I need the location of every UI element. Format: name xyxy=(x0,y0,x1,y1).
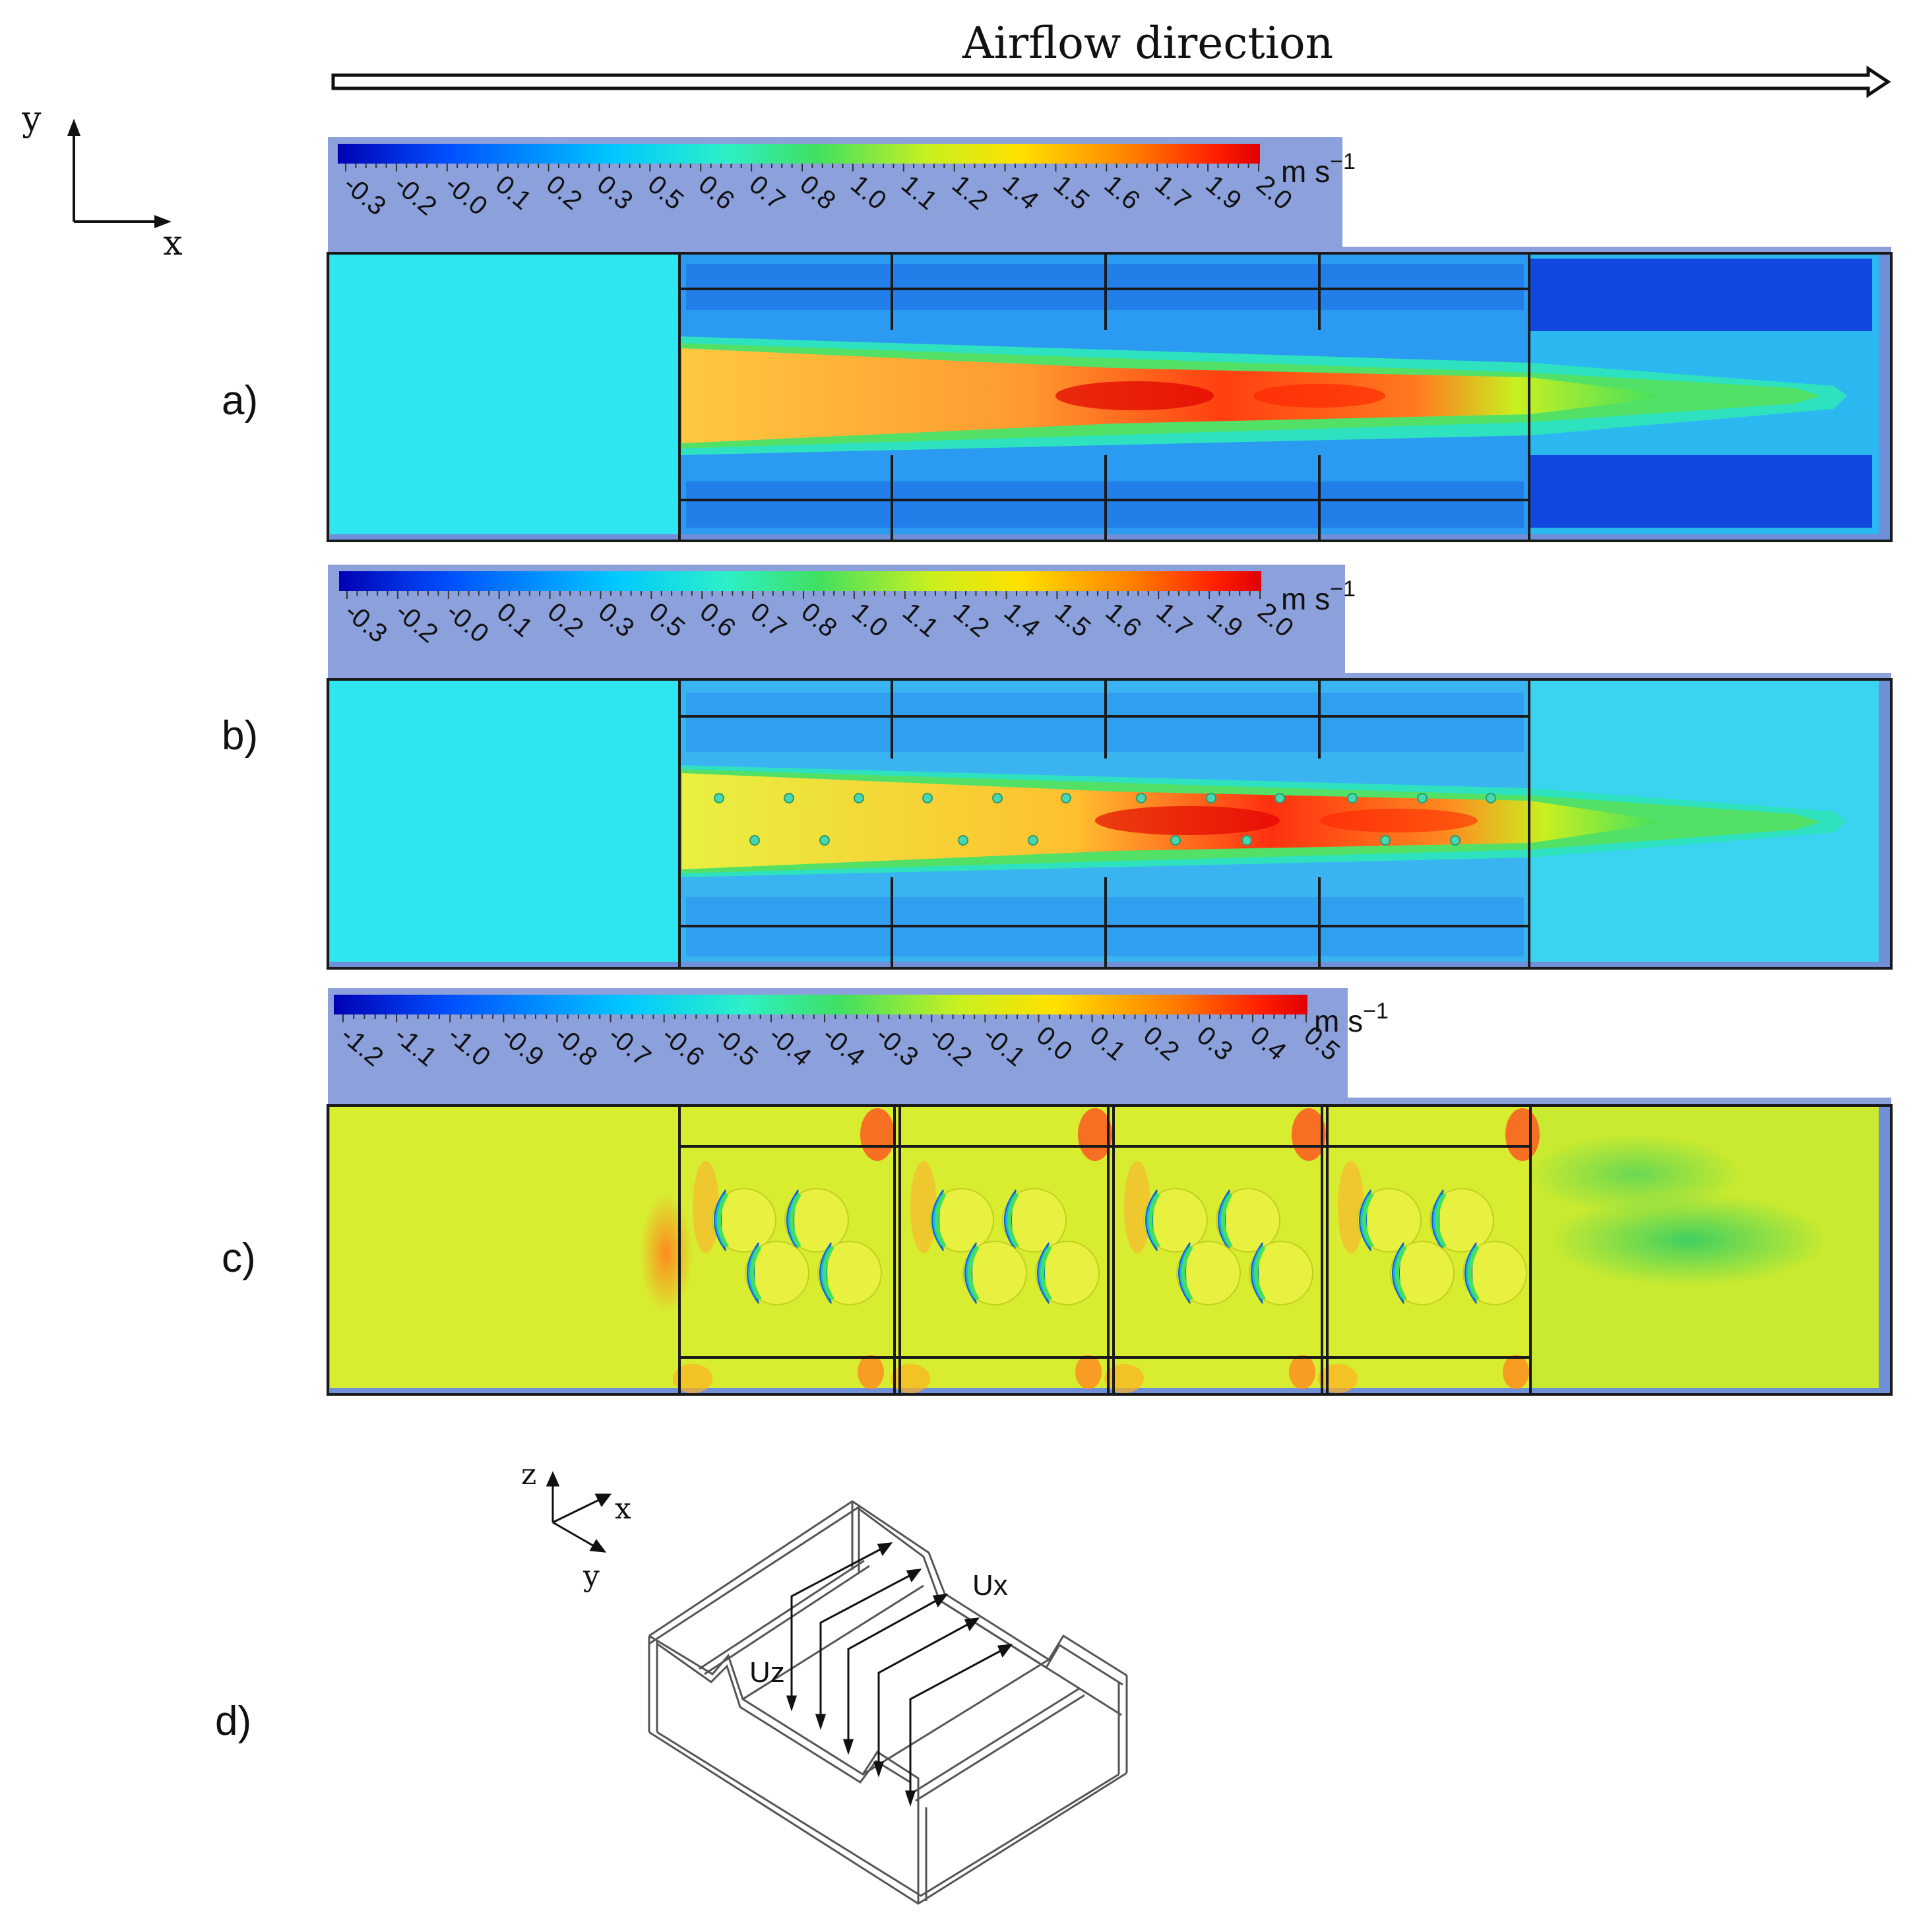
tube-wake xyxy=(817,1241,882,1305)
duct-schematic xyxy=(648,1500,1128,1905)
tube-wake xyxy=(1216,1188,1280,1253)
tube-wake xyxy=(693,1161,719,1253)
tube-wake xyxy=(1035,1241,1100,1305)
tube-wake xyxy=(1338,1161,1364,1253)
airflow-header: Airflow direction xyxy=(331,18,1891,98)
ux-label: Ux xyxy=(972,1569,1008,1602)
tube-wake xyxy=(1362,1193,1374,1248)
tube-wake xyxy=(1468,1245,1480,1301)
tube-bank-c xyxy=(673,1108,1540,1393)
field-b xyxy=(327,678,1893,970)
tube-wake xyxy=(1040,1245,1052,1301)
tube-wake xyxy=(910,1161,937,1253)
tube-wake xyxy=(1181,1245,1193,1301)
tube-wake xyxy=(790,1193,801,1248)
xyz-axes-icon: z x y xyxy=(521,1458,631,1593)
axis-z-label: z xyxy=(521,1458,536,1491)
tube-wake xyxy=(1176,1241,1241,1305)
tube-wake xyxy=(860,1108,895,1161)
field-c xyxy=(327,1104,1893,1396)
tube-wake xyxy=(1075,1355,1102,1389)
tube-wake xyxy=(1007,1193,1019,1248)
tube-wake xyxy=(1148,1193,1160,1248)
tube-wake xyxy=(1143,1188,1208,1253)
tube-wake xyxy=(1254,1245,1266,1301)
axis-y3-label: y xyxy=(582,1559,600,1593)
panel-a-label: a) xyxy=(222,378,258,423)
axis-y-label: y xyxy=(21,100,42,139)
uz-label: Uz xyxy=(749,1656,785,1689)
tube-wake xyxy=(1462,1241,1527,1305)
tube-dots-b xyxy=(714,793,1496,846)
tube-wake xyxy=(891,1364,930,1393)
tube-wake xyxy=(929,1188,994,1253)
axis-x-label: x xyxy=(163,224,182,263)
tube-wake xyxy=(1289,1355,1315,1389)
tube-wake xyxy=(1390,1241,1455,1305)
tube-wake xyxy=(968,1245,980,1301)
colorbar-c: -1.2-1.1-1.0-0.9-0.8-0.7-0.6-0.5-0.4-0.4… xyxy=(328,988,1891,1108)
tube-wake xyxy=(1430,1188,1494,1253)
tube-wake xyxy=(1104,1364,1144,1393)
tube-wake xyxy=(1124,1161,1150,1253)
panel-b-label: b) xyxy=(222,713,258,759)
tube-wake xyxy=(1002,1188,1067,1253)
colorbar-b-gradient xyxy=(339,571,1261,591)
panel-d-label: d) xyxy=(215,1698,251,1744)
tube-wake xyxy=(1357,1188,1422,1253)
field-a xyxy=(327,252,1893,542)
colorbar-a-unit: m s−1 xyxy=(1281,149,1356,189)
tube-wake xyxy=(858,1355,884,1389)
airflow-arrow xyxy=(331,65,1891,98)
tube-wake xyxy=(1249,1241,1313,1305)
colorbar-c-unit: m s−1 xyxy=(1314,999,1389,1038)
colorbar-a-gradient xyxy=(338,144,1260,164)
tube-wake xyxy=(1318,1364,1358,1393)
tube-wake xyxy=(1395,1245,1407,1301)
colorbar-b-unit: m s−1 xyxy=(1281,576,1356,616)
colorbar-c-gradient xyxy=(334,995,1307,1014)
panel-d: d) z x y xyxy=(215,1458,1128,1905)
tube-wake xyxy=(1503,1355,1529,1389)
velocity-arrows: Ux Uz xyxy=(749,1542,1013,1807)
panel-c: c) -1.2-1.1-1.0-0.9-0.8-0.7-0.6-0.5-0.4-… xyxy=(222,988,1893,1396)
axis-x3-label: x xyxy=(615,1492,631,1526)
airflow-label: Airflow direction xyxy=(962,18,1333,69)
tube-wake xyxy=(1435,1193,1447,1248)
tube-wake xyxy=(962,1241,1027,1305)
tube-wake xyxy=(717,1193,729,1248)
tube-wake xyxy=(823,1245,834,1301)
xy-axes-icon: y x xyxy=(21,100,182,263)
tube-wake xyxy=(1221,1193,1233,1248)
tube-wake xyxy=(673,1364,712,1393)
tube-wake xyxy=(712,1188,776,1253)
tube-wake xyxy=(745,1241,809,1305)
tube-wake xyxy=(750,1245,762,1301)
tube-wake xyxy=(935,1193,947,1248)
tube-wake xyxy=(1505,1108,1540,1161)
tube-wake xyxy=(784,1188,849,1253)
panel-c-label: c) xyxy=(222,1235,256,1281)
